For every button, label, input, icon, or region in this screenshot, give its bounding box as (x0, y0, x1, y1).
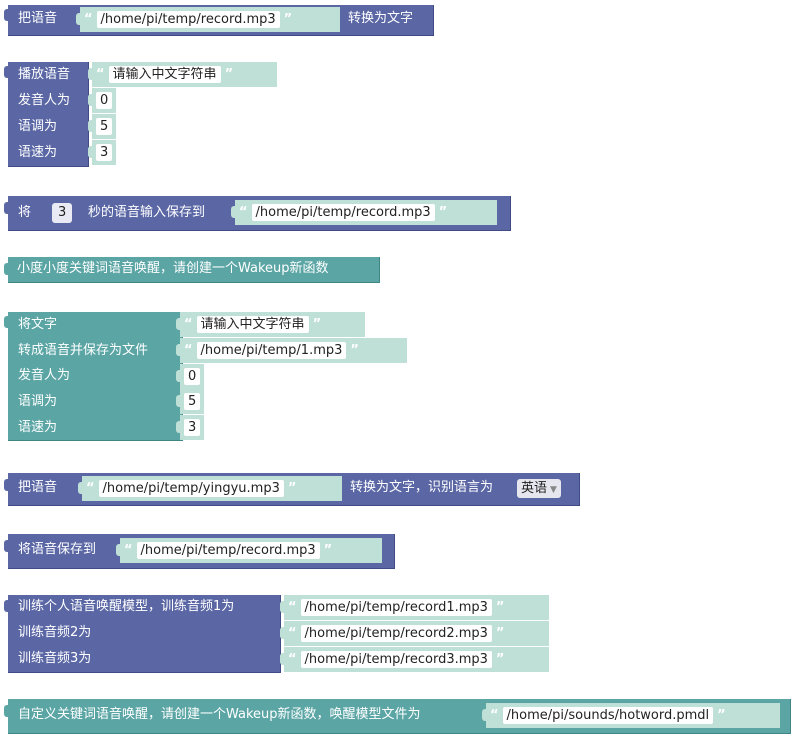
path-string-input[interactable]: “/home/pi/temp/record2.mp3” (280, 621, 549, 646)
block-label: 将语音保存到 (18, 542, 97, 557)
block-label: 训练音频3为 (18, 651, 92, 666)
block-label: 发音人为 (18, 368, 71, 383)
speaker-number-input[interactable]: 0 (176, 364, 205, 389)
speed-number-input[interactable]: 3 (176, 415, 205, 440)
block-label: 把语音 (18, 480, 58, 495)
path-string-input[interactable]: “/home/pi/temp/record.mp3” (116, 538, 382, 563)
block-label: 自定义关键词语音唤醒，请创建一个Wakeup新函数，唤醒模型文件为 (18, 707, 421, 722)
block-connector (4, 479, 9, 491)
string-value[interactable]: /home/pi/temp/record.mp3 (136, 542, 320, 559)
string-value[interactable]: /home/pi/temp/record2.mp3 (300, 625, 492, 642)
pitch-number-input[interactable]: 5 (176, 389, 205, 414)
block-connector (4, 66, 9, 78)
xiaodu-wakeup-block[interactable]: 小度小度关键词语音唤醒，请创建一个Wakeup新函数 (4, 257, 380, 283)
block-label: 语速为 (18, 420, 58, 435)
path-string-input[interactable]: “/home/pi/temp/record.mp3” (231, 200, 497, 225)
block-label: 小度小度关键词语音唤醒，请创建一个Wakeup新函数 (17, 261, 329, 276)
block-label: 语调为 (18, 394, 58, 409)
text-string-input[interactable]: “请输入中文字符串” (176, 312, 365, 337)
path-string-input[interactable]: “/home/pi/temp/yingyu.mp3” (78, 476, 342, 501)
string-value[interactable]: /home/pi/temp/record3.mp3 (300, 651, 492, 668)
language-dropdown[interactable]: 英语▼ (517, 479, 561, 498)
block-label: 将文字 (18, 317, 58, 332)
text-string-input[interactable]: “请输入中文字符串” (88, 62, 277, 87)
block-label: 发音人为 (18, 93, 71, 108)
block-connector (4, 9, 9, 21)
path-string-input[interactable]: “/home/pi/temp/record3.mp3” (280, 647, 549, 672)
chevron-down-icon: ▼ (550, 485, 557, 495)
speaker-number-input[interactable]: 0 (88, 88, 117, 113)
block-connector (4, 705, 9, 717)
path-string-input[interactable]: “/home/pi/temp/1.mp3” (176, 338, 407, 363)
string-value[interactable]: /home/pi/temp/record.mp3 (96, 11, 280, 28)
string-value[interactable]: 请输入中文字符串 (108, 66, 221, 83)
string-value[interactable]: /home/pi/sounds/hotword.pmdl (502, 707, 714, 724)
path-string-input[interactable]: “/home/pi/temp/record1.mp3” (280, 595, 549, 620)
seconds-number-input[interactable]: 3 (52, 203, 73, 223)
block-label: 转换为文字 (348, 11, 414, 26)
string-value[interactable]: /home/pi/temp/record.mp3 (251, 204, 435, 221)
block-connector (4, 600, 9, 612)
block-label: 训练音频2为 (18, 625, 92, 640)
block-label: 把语音 (18, 11, 58, 26)
string-value[interactable]: 请输入中文字符串 (196, 316, 309, 333)
path-string-input[interactable]: “/home/pi/temp/record.mp3” (76, 7, 340, 32)
pitch-number-input[interactable]: 5 (88, 114, 117, 139)
block-label: 语调为 (18, 119, 58, 134)
block-connector (4, 540, 9, 552)
block-connector (4, 263, 9, 275)
block-label: 秒的语音输入保存到 (88, 205, 206, 220)
block-connector (4, 316, 9, 328)
block-label: 训练个人语音唤醒模型，训练音频1为 (18, 599, 235, 614)
train-wake-model-block[interactable]: 训练个人语音唤醒模型，训练音频1为 训练音频2为 训练音频3为 (4, 595, 281, 673)
play-speech-block[interactable]: 播放语音 发音人为 语调为 语速为 (4, 62, 89, 167)
block-connector (4, 202, 9, 214)
string-value[interactable]: /home/pi/temp/1.mp3 (196, 342, 347, 359)
block-label: 转成语音并保存为文件 (18, 343, 149, 358)
speed-number-input[interactable]: 3 (88, 140, 117, 165)
dropdown-value: 英语 (521, 481, 548, 496)
text-to-speech-file-block[interactable]: 将文字 转成语音并保存为文件 发音人为 语调为 语速为 (4, 312, 183, 441)
path-string-input[interactable]: “/home/pi/sounds/hotword.pmdl” (482, 703, 780, 728)
string-value[interactable]: /home/pi/temp/yingyu.mp3 (98, 480, 284, 497)
block-label: 播放语音 (18, 67, 71, 82)
block-label: 将 (18, 205, 32, 220)
block-label: 语速为 (18, 145, 58, 160)
block-label: 转换为文字，识别语言为 (350, 480, 494, 495)
string-value[interactable]: /home/pi/temp/record1.mp3 (300, 599, 492, 616)
